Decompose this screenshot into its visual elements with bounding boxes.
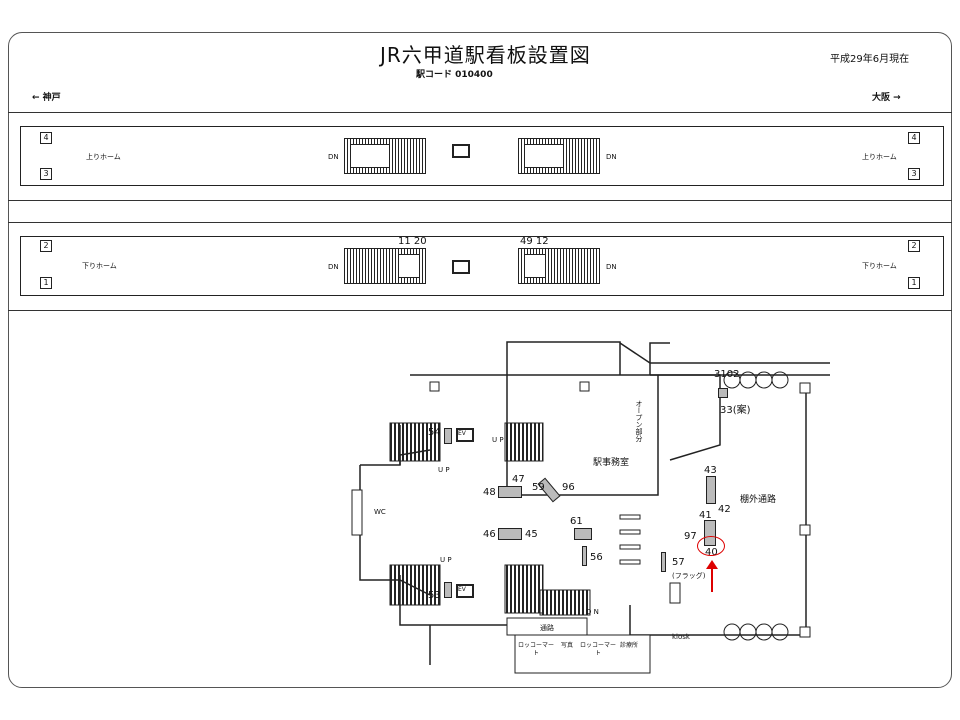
sign-61	[574, 528, 592, 540]
platform-label: 上りホーム	[862, 153, 897, 161]
up-label: U P	[440, 556, 452, 564]
track-number: 1	[908, 277, 920, 289]
sign-33	[718, 388, 728, 398]
divider	[8, 112, 952, 113]
divider	[8, 310, 952, 311]
dn-label: DN	[328, 153, 339, 161]
sign-43	[706, 476, 716, 504]
sign-number: 96	[562, 482, 575, 493]
dn-label: D N	[586, 608, 599, 616]
diagram-frame	[8, 32, 952, 688]
ev-label: EV	[458, 586, 466, 593]
sign-number: 56	[590, 552, 603, 563]
sign-number: 3102	[714, 369, 740, 380]
sign-number: 48	[483, 487, 496, 498]
sign-number: 59	[532, 482, 545, 493]
sign-number: 57	[672, 557, 685, 568]
platform-label: 下りホーム	[862, 262, 897, 270]
up-label: U P	[438, 466, 450, 474]
highlight-circle	[697, 536, 725, 556]
sign-number: 46	[483, 529, 496, 540]
up-platform	[20, 126, 944, 186]
arrow-head-icon	[706, 560, 718, 569]
outside-passage-label: 棚外通路	[740, 495, 777, 505]
escalator-opening	[350, 144, 390, 168]
sign-57	[661, 552, 666, 572]
shop-label: ロッコーマート	[518, 642, 555, 657]
elevator-icon	[452, 144, 470, 158]
passage-label: 通路	[540, 624, 554, 632]
date-label: 平成29年6月現在	[830, 54, 910, 65]
sign-number: 53	[428, 590, 441, 601]
platform-label: 下りホーム	[82, 262, 117, 270]
sign-box	[398, 254, 420, 278]
station-office-label: 駅事務室	[593, 458, 630, 468]
highlight-arrow-icon	[711, 566, 713, 592]
direction-kobe: ← 神戸	[32, 93, 61, 103]
sign-number: 61	[570, 516, 583, 527]
down-platform	[20, 236, 944, 296]
dn-label: DN	[606, 153, 617, 161]
dn-label: DN	[606, 263, 617, 271]
sign-number: 41	[699, 510, 712, 521]
sign-note: (フラッグ)	[672, 572, 706, 580]
track-number: 4	[40, 132, 52, 144]
sign-number: 42	[718, 504, 731, 515]
up-label: U P	[492, 436, 504, 444]
concourse-floorplan	[351, 341, 830, 674]
track-number: 2	[908, 240, 920, 252]
sign-numbers: 11 20	[398, 236, 427, 247]
divider	[8, 200, 952, 201]
sign-45-46	[498, 528, 522, 540]
open-area-label: オープン部分	[635, 400, 643, 442]
sign-53	[444, 582, 452, 598]
sign-numbers: 49 12	[520, 236, 549, 247]
track-number: 4	[908, 132, 920, 144]
ev-label: EV	[458, 430, 466, 437]
page-title: JR六甲道駅看板設置図	[380, 43, 591, 67]
divider	[8, 222, 952, 223]
sign-number: 47	[512, 474, 525, 485]
kiosk-label: kiosk	[672, 633, 690, 641]
elevator-icon	[452, 260, 470, 274]
sign-number: 54	[428, 427, 441, 438]
platform-label: 上りホーム	[86, 153, 121, 161]
shop-label: ロッコーマート	[580, 642, 617, 657]
escalator-opening	[524, 144, 564, 168]
track-number: 3	[40, 168, 52, 180]
track-number: 1	[40, 277, 52, 289]
sign-number: 43	[704, 465, 717, 476]
station-code: 駅コード 010400	[416, 70, 493, 80]
sign-number: 45	[525, 529, 538, 540]
sign-number: 97	[684, 531, 697, 542]
sign-56	[582, 546, 587, 566]
elevator-icon: EV	[456, 584, 474, 598]
shop-label: 写真	[560, 642, 573, 649]
sign-number: 33(案)	[720, 405, 751, 416]
sign-54	[444, 428, 452, 444]
wc-label: WC	[374, 508, 386, 516]
track-number: 2	[40, 240, 52, 252]
sign-47-48	[498, 486, 522, 498]
sign-box	[524, 254, 546, 278]
track-number: 3	[908, 168, 920, 180]
shop-row: ロッコーマート 写真 ロッコーマート 診療所	[518, 642, 642, 658]
shop-label: 診療所	[619, 642, 638, 649]
direction-osaka: 大阪 →	[872, 93, 901, 103]
elevator-icon: EV	[456, 428, 474, 442]
dn-label: DN	[328, 263, 339, 271]
